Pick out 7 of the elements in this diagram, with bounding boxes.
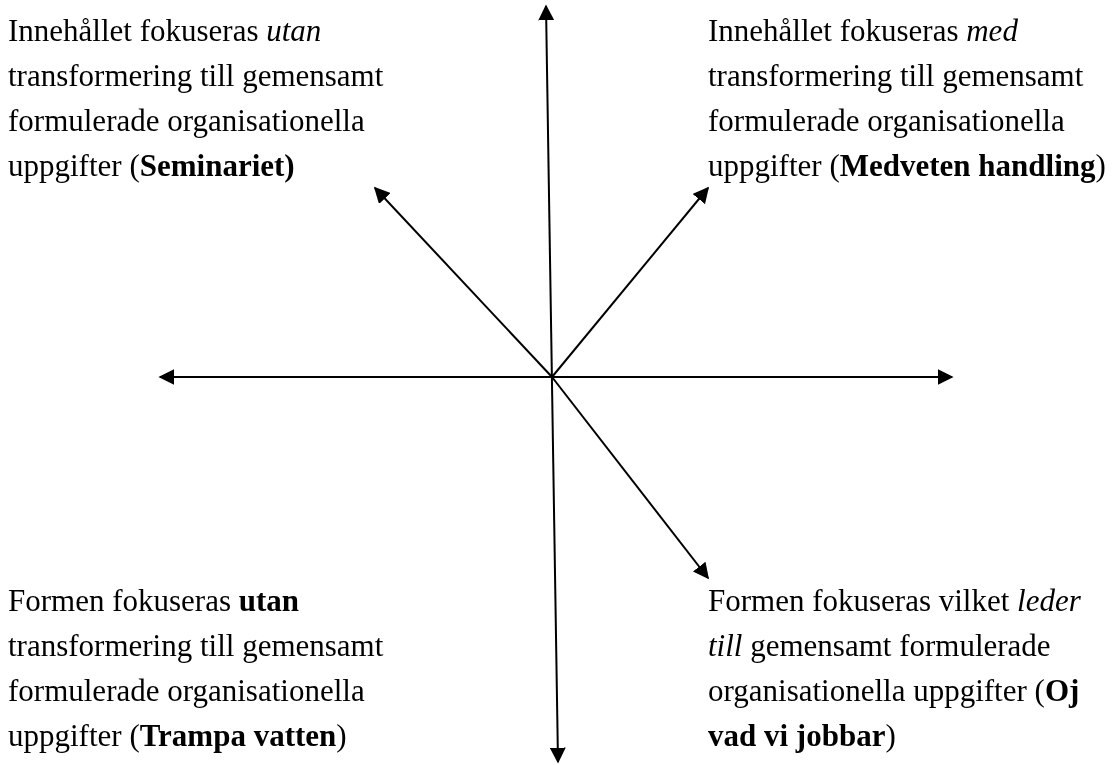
arrow [551,376,709,580]
quadrant-text: Formen fokuseras utan transformering till gemensamt formulerade organisationella uppgifter (Trampa vatten) [8,582,385,755]
arrow [551,186,709,378]
quadrant-text: Innehållet fokuseras med transformering till gemensamt formulerade organisationella uppgifter (Medveten handling) [708,12,1107,185]
arrow [373,186,553,378]
quadrant-text: Innehållet fokuseras utan transformering till gemensamt formulerade organisationella uppgifter (Seminariet) [8,12,385,185]
quadrant-text: Formen fokuseras vilket leder till gemensamt formulerade organisationella uppgifter (Oj vad vi jobbar) [708,582,1082,755]
